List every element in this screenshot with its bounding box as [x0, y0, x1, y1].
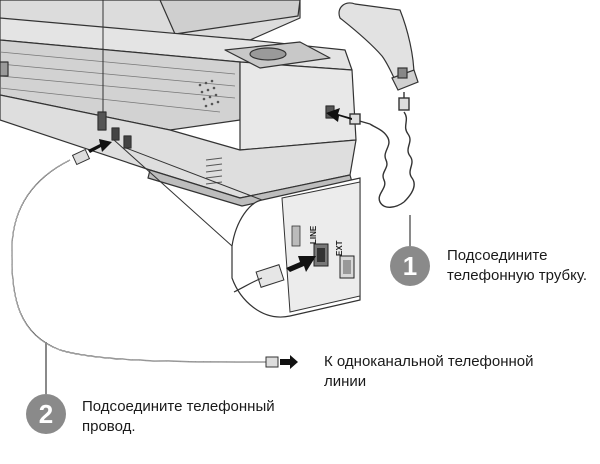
step-1-badge: 1	[390, 215, 430, 286]
handset-jack-arrow	[326, 108, 352, 122]
telephone-line-cord	[11, 148, 279, 368]
step-2-number: 2	[39, 399, 53, 429]
step-2-text-line-2: провод.	[82, 418, 136, 435]
handset	[338, 2, 419, 91]
callout-arrow	[286, 256, 316, 272]
phone-line-arrow	[280, 355, 298, 369]
port-label-ext: EXT	[335, 240, 344, 256]
step-1-text-line-1: Подсоедините	[447, 247, 548, 264]
port-label-line: LINE	[309, 225, 318, 244]
line-port-arrow	[88, 139, 112, 153]
port-zoom-callout	[113, 139, 361, 318]
handset-coiled-cord	[349, 92, 415, 208]
fax-machine	[0, 0, 357, 207]
step-2-text-line-1: Подсоедините телефонный	[82, 398, 275, 415]
line-destination-line-2: линии	[324, 373, 367, 390]
speaker-grille	[198, 79, 220, 108]
step-2-badge: 2	[26, 342, 66, 434]
step-1-text-line-2: телефонную трубку.	[447, 267, 588, 284]
line-destination-line-1: К одноканальной телефонной	[324, 353, 534, 370]
step-1-number: 1	[403, 251, 417, 281]
